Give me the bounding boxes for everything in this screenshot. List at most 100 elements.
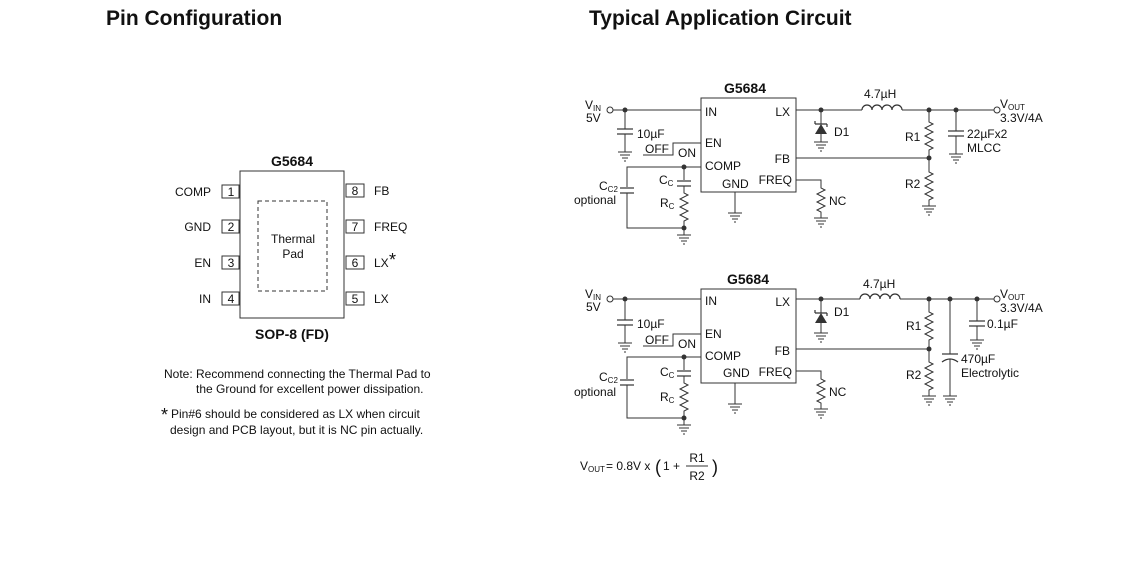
circuit2-r1-resistor [923,299,935,349]
pin-name-5: LX [374,292,389,306]
circuit1-freq-ground-icon [813,217,829,228]
pin-number-1: 1 [228,185,235,199]
circuit2-ic-ground-icon [727,403,743,414]
pin-number-4: 4 [228,292,235,306]
pin-box-8 [345,183,365,198]
circuit2-cc2-note: optional [574,385,616,399]
circuit2-inductor-label: 4.7µH [863,277,895,291]
circuit-2: G5684 IN LX EN FB COMP GND FREQ VIN 5V 1… [574,271,1043,435]
pin-name-7: FREQ [374,220,407,234]
circuit2-pin-in: IN [705,294,717,308]
pin-name-8: FB [374,184,389,198]
pin-configuration-title: Pin Configuration [106,7,283,30]
circuit2-chip-name: G5684 [727,271,769,287]
circuit2-nc-label: NC [829,385,847,399]
circuit2-diode-label: D1 [834,305,850,319]
thermal-pad-label-1: Thermal [271,232,315,246]
circuit2-vout-value: 3.3V/4A [1000,301,1043,315]
circuit1-diode-triangle [815,124,827,134]
pin-name-2: GND [184,220,211,234]
note2-asterisk: * [161,405,168,425]
thermal-pad-label-2: Pad [282,247,303,261]
typical-application-title: Typical Application Circuit [589,7,852,30]
formula-open-paren: ( [655,457,661,477]
circuit1-pin-gnd: GND [722,177,749,191]
circuit2-vout-label: VOUT [1000,287,1025,302]
circuit1-freq-resistor [796,179,827,218]
circuit1-cin-ground-icon [617,151,633,162]
circuit1-rc-resistor [678,186,690,228]
circuit1-vin-value: 5V [586,111,601,125]
circuit2-pin-freq: FREQ [759,365,792,379]
circuit2-cout-ground-icon [969,339,985,350]
pin-number-8: 8 [352,184,359,198]
formula-numerator: R1 [689,451,705,465]
pin-number-3: 3 [228,256,235,270]
circuit2-r1-label: R1 [906,319,922,333]
note2-line-2: design and PCB layout, but it is NC pin … [170,423,423,437]
circuit1-cc2-label: CC2 [599,179,618,194]
circuit1-cc2-wire-top [626,166,684,187]
circuit2-ic [700,288,797,384]
circuit1-cc2-wire-bottom [626,193,684,229]
circuit2-rc-resistor [678,376,690,418]
circuit1-pin-fb: FB [775,152,790,166]
pin-name-1: COMP [175,185,211,199]
circuit1-vin-terminal [606,106,614,114]
circuit2-off-label: OFF [645,333,669,347]
circuit2-diode-bar [814,310,828,316]
circuit2-diode-ground-icon [813,332,829,343]
circuit1-off-label: OFF [645,142,669,156]
circuit2-vout-terminal [993,295,1001,303]
circuit1-vout-terminal [993,106,1001,114]
formula-close-paren: ) [712,457,718,477]
pin-number-6: 6 [352,256,359,270]
circuit2-freq-resistor [796,370,827,409]
circuit2-freq-ground-icon [813,408,829,419]
circuit2-cc2-label: CC2 [599,370,618,385]
circuit1-vout-label: VOUT [1000,97,1025,112]
pin-box-6 [345,255,365,270]
circuit2-pin-fb: FB [775,344,790,358]
circuit2-cbulk-label-1: 470µF [961,352,995,366]
pin-configuration: G5684 Thermal Pad 1 COMP 2 GND 3 EN 4 IN… [161,153,431,437]
pin-name-3: EN [194,256,211,270]
circuit1-pin-in: IN [705,105,717,119]
circuit2-vin-value: 5V [586,300,601,314]
vout-formula: VOUT = 0.8V x ( 1 + R1 R2 ) [580,451,718,483]
circuit1-nc-label: NC [829,194,847,208]
circuit1-cc2-note: optional [574,193,616,207]
circuit2-pin-comp: COMP [705,349,741,363]
circuit1-pin-comp: COMP [705,159,741,173]
circuit1-diode-label: D1 [834,125,850,139]
pin-name-6: LX [374,256,389,270]
note-line-1: Note: Recommend connecting the Thermal P… [164,367,431,381]
pin-box-5 [345,291,365,306]
circuit2-diode-triangle [815,313,827,323]
left-pins: 1 COMP 2 GND 3 EN 4 IN [175,184,240,306]
circuit1-r2-ground-icon [921,205,937,216]
package-label: SOP-8 (FD) [255,326,329,342]
circuit1-rc-ground-icon [676,234,692,245]
pin-box-4 [221,291,240,306]
circuit1-inductor [861,104,903,111]
formula-mid: = 0.8V x [606,459,650,473]
circuit2-cc2-wire-bottom [626,385,684,419]
pin-name-4: IN [199,292,211,306]
circuit2-pin-gnd: GND [723,366,750,380]
circuit1-inductor-label: 4.7µH [864,87,896,101]
pin-number-5: 5 [352,292,359,306]
formula-denominator: R2 [689,469,705,483]
circuit1-comp-wire [683,166,701,180]
circuit1-pin-en: EN [705,136,722,150]
circuit1-rc-label: RC [660,196,675,211]
circuit2-cbulk-label-2: Electrolytic [961,366,1019,380]
circuit1-vout-value: 3.3V/4A [1000,111,1043,125]
circuit1-cout-ground-icon [948,153,964,164]
thermal-pad [257,200,328,292]
circuit2-cin-ground-icon [617,342,633,353]
circuit1-vin-label: VIN [585,98,601,113]
right-pins: 8 FB 7 FREQ 6 LX * 5 LX [345,183,407,306]
pin-box-7 [345,219,365,234]
